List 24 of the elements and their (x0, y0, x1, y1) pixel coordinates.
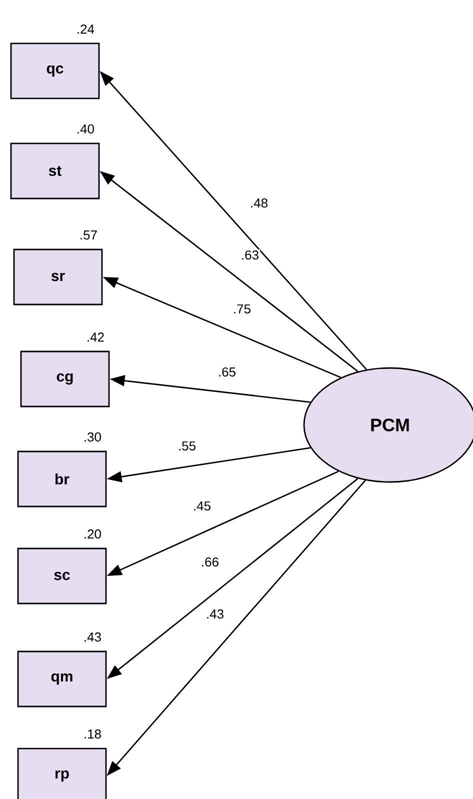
edge-label: .65 (216, 366, 238, 378)
variable-box: cg (20, 350, 110, 408)
r-squared-value: .24 (78, 24, 94, 34)
edge-label: .43 (204, 608, 226, 620)
r-squared-value: .30 (84, 432, 101, 442)
variable-box: qc (10, 42, 100, 100)
variable-box: qm (17, 650, 107, 708)
variable-box: st (10, 142, 100, 200)
r-squared-value: .57 (80, 230, 97, 240)
r-squared-value: .18 (84, 729, 101, 739)
r-squared-value: .43 (84, 632, 101, 642)
edge-label: .45 (192, 500, 212, 512)
r-squared-value: .42 (88, 332, 104, 342)
variable-box: rp (17, 748, 107, 799)
variable-box: sc (17, 548, 107, 604)
edge-label: .63 (240, 249, 260, 261)
r-squared-value: .20 (84, 529, 101, 539)
variable-box: sr (13, 248, 103, 306)
variable-box: br (17, 450, 107, 508)
edge-label: .75 (232, 303, 252, 315)
edge-label: .55 (176, 440, 198, 452)
edge-label: .66 (200, 556, 220, 568)
r-squared-value: .40 (78, 124, 94, 134)
edge-label: .48 (248, 197, 270, 209)
